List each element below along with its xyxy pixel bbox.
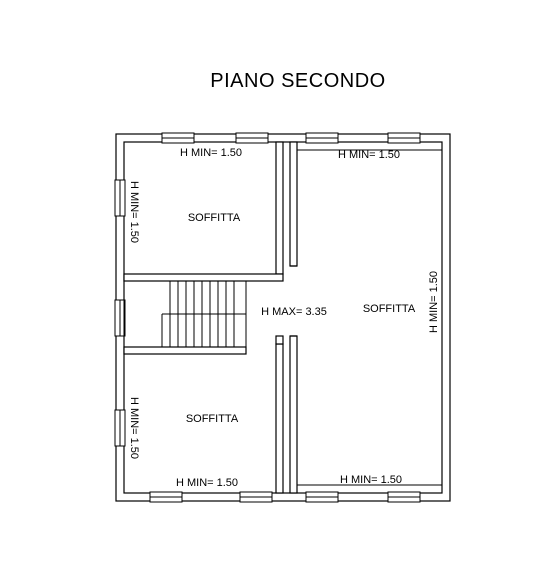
room-label-right: SOFFITTA xyxy=(363,303,416,315)
height-right-top: H MIN= 1.50 xyxy=(338,149,400,161)
height-right-side: H MIN= 1.50 xyxy=(428,271,440,333)
interior-walls xyxy=(123,141,298,494)
staircase xyxy=(123,280,247,348)
window-left-2 xyxy=(114,299,126,337)
window-left-3 xyxy=(114,409,126,447)
right-room-lines xyxy=(296,149,442,486)
height-top-left-top: H MIN= 1.50 xyxy=(180,147,242,159)
room-label-top-left: SOFFITTA xyxy=(188,212,241,224)
window-bottom-2 xyxy=(239,491,273,503)
height-bottom-left-side: H MIN= 1.50 xyxy=(128,397,140,459)
height-bottom-left-bottom: H MIN= 1.50 xyxy=(176,477,238,489)
window-bottom-1 xyxy=(149,491,183,503)
window-top-3 xyxy=(305,132,339,144)
windows xyxy=(114,132,421,503)
plan-title: PIANO SECONDO xyxy=(210,70,385,92)
window-bottom-4 xyxy=(387,491,421,503)
window-bottom-3 xyxy=(305,491,339,503)
room-label-bottom-left: SOFFITTA xyxy=(186,413,239,425)
height-center-max: H MAX= 3.35 xyxy=(261,306,327,318)
window-left-1 xyxy=(114,179,126,217)
height-top-left-side: H MIN= 1.50 xyxy=(128,181,140,243)
window-top-1 xyxy=(161,132,195,144)
window-top-4 xyxy=(387,132,421,144)
window-top-2 xyxy=(235,132,269,144)
height-right-bottom: H MIN= 1.50 xyxy=(340,474,402,486)
